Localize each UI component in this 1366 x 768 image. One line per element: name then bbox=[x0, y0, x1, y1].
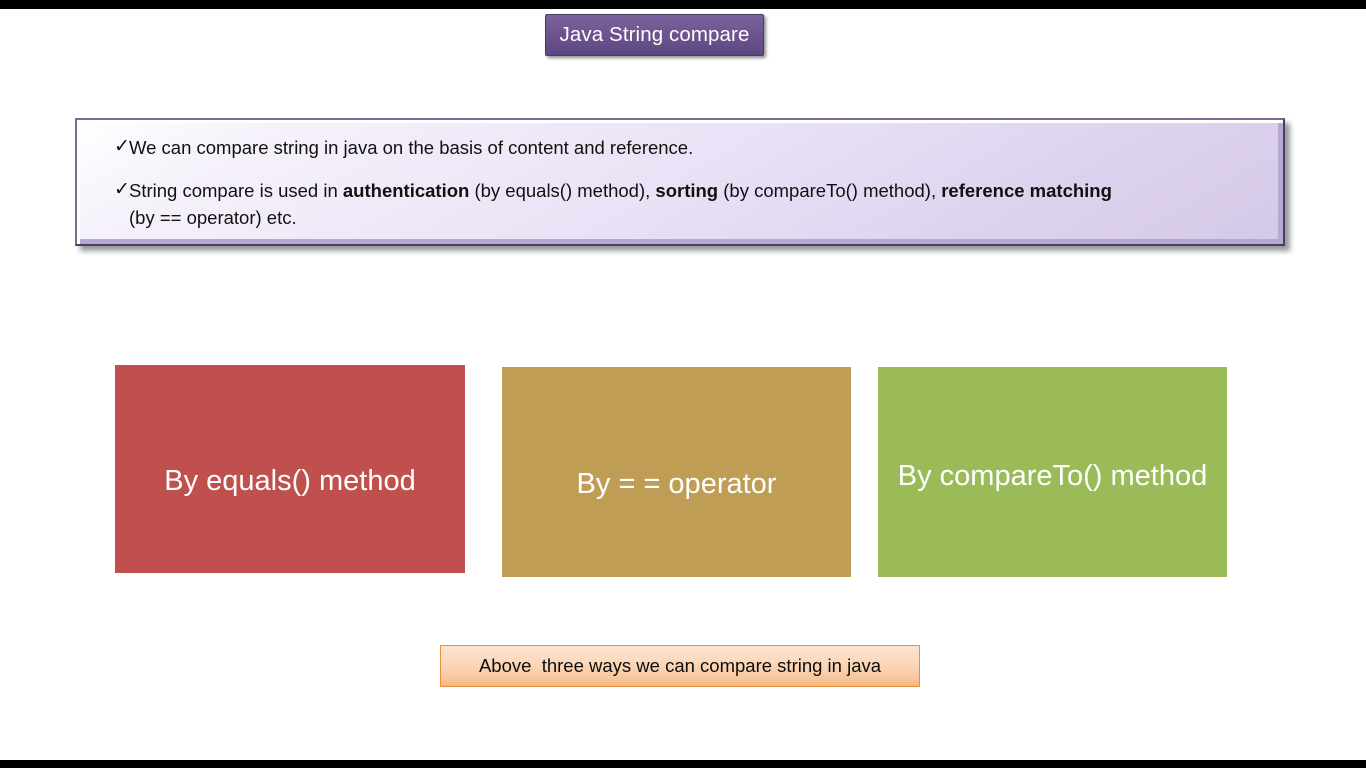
caption-text: Above three ways we can compare string i… bbox=[478, 655, 882, 676]
method-card-compareto[interactable]: By compareTo() method bbox=[878, 367, 1227, 577]
check-icon: ✓ bbox=[114, 179, 130, 200]
slide-canvas: Java String compare ✓ We can compare str… bbox=[0, 9, 1366, 760]
check-icon: ✓ bbox=[114, 136, 130, 157]
slide-title-box: Java String compare bbox=[545, 14, 764, 56]
list-item: ✓ String compare is used in authenticati… bbox=[95, 177, 1265, 231]
bullet-text-1: String compare is used in authentication… bbox=[129, 180, 1112, 228]
page-title: Java String compare bbox=[559, 23, 750, 46]
method-card-label: By = = operator bbox=[576, 468, 777, 500]
method-card-double-equals[interactable]: By = = operator bbox=[502, 367, 851, 577]
letterbox-top bbox=[0, 0, 1366, 9]
letterbox-bottom bbox=[0, 760, 1366, 768]
bullet-text-0: We can compare string in java on the bas… bbox=[129, 137, 694, 158]
method-card-label: By equals() method bbox=[164, 465, 416, 497]
caption-box: Above three ways we can compare string i… bbox=[440, 645, 920, 687]
method-card-equals[interactable]: By equals() method bbox=[115, 365, 465, 573]
bullet-panel: ✓ We can compare string in java on the b… bbox=[75, 118, 1285, 246]
method-card-label: By compareTo() method bbox=[897, 460, 1208, 492]
list-item: ✓ We can compare string in java on the b… bbox=[95, 134, 1265, 161]
